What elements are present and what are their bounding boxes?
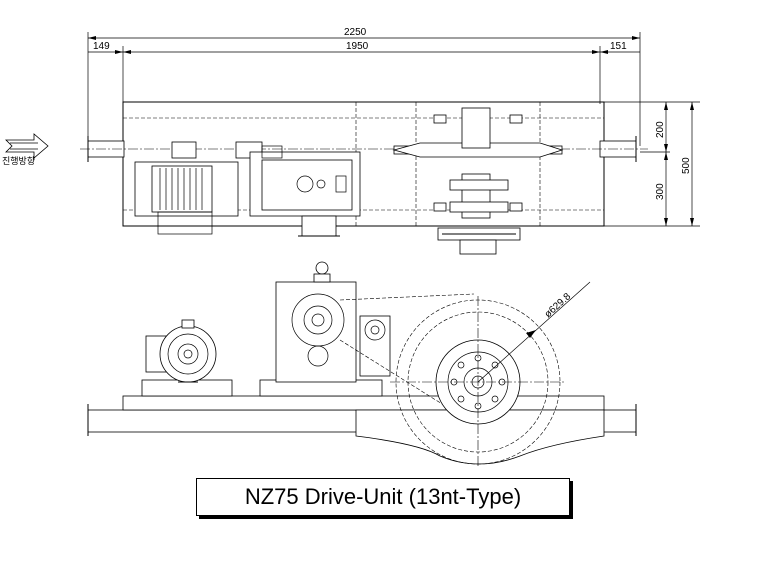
dim-right-offset: 151 — [610, 41, 627, 52]
direction-label: 진행방향 — [2, 155, 35, 167]
dim-center-span: 1950 — [346, 41, 369, 52]
dim-left-offset: 149 — [93, 41, 110, 52]
plan-view — [80, 101, 648, 255]
dim-total-height: 500 — [681, 157, 692, 174]
dim-wheel-diameter: ø629.8 — [543, 291, 574, 320]
dim-overall-length: 2250 — [344, 27, 367, 38]
dim-lower-height: 300 — [655, 183, 666, 200]
direction-arrow-icon — [5, 133, 49, 159]
right-dimension-lines — [604, 101, 700, 227]
drawing-title: NZ75 Drive-Unit (13nt-Type) — [196, 478, 570, 516]
dim-upper-height: 200 — [655, 121, 666, 138]
elevation-view — [87, 261, 637, 468]
top-dimension-lines — [87, 32, 641, 146]
